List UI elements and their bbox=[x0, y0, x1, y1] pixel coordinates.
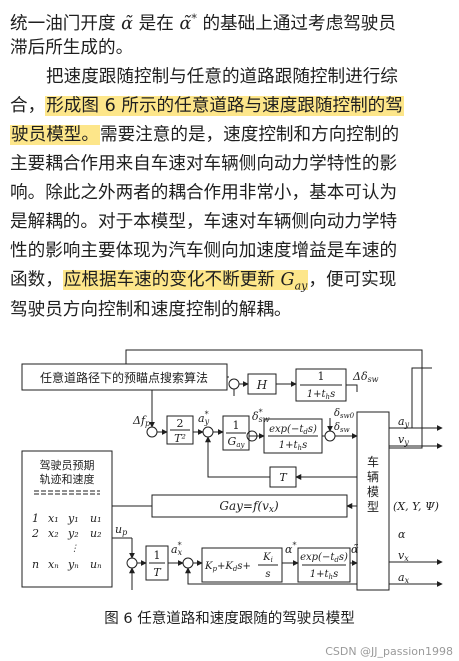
highlight-1: 形成图 6 所示的任意道路与速度跟随控制的驾 bbox=[45, 96, 404, 116]
figure-caption: 图 6 任意道路和速度跟随的驾驶员模型 bbox=[104, 611, 355, 627]
pid-den: s bbox=[265, 569, 270, 580]
ax-star-label: a*x bbox=[171, 541, 183, 557]
driver-row-2-y: y₂ bbox=[67, 527, 79, 540]
ay-star-label: a*y bbox=[198, 410, 210, 426]
text-line-3: 把速度跟随控制与任意的道路跟随控制进行综 bbox=[46, 67, 398, 87]
driver-box-title-2: 轨迹和速度 bbox=[40, 472, 95, 486]
driver-row-1-u: u₁ bbox=[90, 512, 102, 525]
h-label: H bbox=[256, 378, 268, 392]
driver-row-1-n: 1 bbox=[32, 512, 39, 525]
inverse-t-denominator: T bbox=[153, 566, 162, 579]
text-line-5: 驶员模型。需要注意的是，速度控制和方向控制的 bbox=[10, 125, 400, 145]
highlight-3: 应根据车速的变化不断更新 Gay bbox=[62, 270, 309, 293]
throttle-lag-denominator: 1+ths bbox=[310, 569, 338, 581]
driver-expectation-box bbox=[21, 450, 113, 588]
output-vy: vy bbox=[398, 433, 409, 447]
driver-row-1-x: x₁ bbox=[48, 512, 59, 525]
inverse-gay-denominator: Gay bbox=[228, 435, 246, 449]
driver-row-2-u: u₂ bbox=[90, 527, 102, 540]
pid-ki: Ki bbox=[262, 552, 273, 564]
output-vx: vx bbox=[398, 549, 409, 563]
inverse-t-numerator: 1 bbox=[154, 549, 161, 562]
vehicle-model-char-4: 型 bbox=[367, 500, 379, 514]
dsw-label: δsw bbox=[334, 422, 350, 434]
lag1-denominator: 1+ths bbox=[307, 389, 335, 401]
text-line-7: 响。除此之外两者的耦合作用非常小，基本可认为 bbox=[10, 183, 398, 203]
text-line-9: 性的影响主要体现为汽车侧向加速度增益是车速的 bbox=[10, 241, 398, 261]
text-line-2: 滞后所生成的。 bbox=[10, 38, 134, 58]
driver-row-n-n: n bbox=[32, 558, 39, 571]
driver-table: 1 x₁ y₁ u₁ 2 x₂ y₂ u₂ ⋮ n xₙ yₙ uₙ bbox=[31, 512, 102, 571]
text-line-6: 主要耦合作用来自车速对车辆侧向动力学特性的影 bbox=[10, 154, 398, 174]
text-line-1: 统一油门开度 α̃ 是在 α̃* 的基础上通过考虑驾驶员 bbox=[10, 12, 396, 34]
delta-dsw-label: Δδsw bbox=[352, 370, 379, 384]
driver-row-n-y: yₙ bbox=[67, 558, 79, 571]
vehicle-model-char-3: 模 bbox=[367, 485, 379, 499]
output-ay: ay bbox=[398, 415, 410, 429]
lag1-numerator: 1 bbox=[318, 370, 325, 383]
alpha-tilde-label: α̃ bbox=[351, 543, 359, 556]
vehicle-state-label: (X, Y, Ψ) bbox=[393, 500, 439, 513]
search-box-label: 任意道路径下的预瞄点搜索算法 bbox=[40, 370, 208, 385]
text-line-4: 合，形成图 6 所示的任意道路与速度跟随控制的驾 bbox=[10, 96, 404, 116]
text-line-10: 函数，应根据车速的变化不断更新 Gay，便可实现 bbox=[10, 270, 397, 293]
svg-text:⋮: ⋮ bbox=[70, 544, 79, 554]
up-label: up bbox=[115, 523, 127, 537]
sum-junction-5 bbox=[126, 557, 138, 569]
inverse-gay-numerator: 1 bbox=[233, 419, 240, 432]
pid-label: Kp+Kds+ bbox=[204, 561, 251, 573]
delta-fp-label: Δfp bbox=[132, 414, 150, 428]
t-block-label: T bbox=[279, 471, 288, 484]
sum-junction-top bbox=[228, 378, 240, 390]
steer-lag-denominator: 1+ths bbox=[279, 440, 307, 452]
watermark: CSDN @JJ_passion1998 bbox=[325, 645, 453, 658]
driver-row-n-x: xₙ bbox=[48, 558, 59, 571]
sum-junction-1 bbox=[146, 426, 158, 438]
gain-denominator: T² bbox=[174, 432, 186, 445]
steer-lag-numerator: exp(−tds) bbox=[269, 424, 317, 436]
vehicle-model-char-1: 车 bbox=[367, 454, 379, 469]
output-alpha: α bbox=[398, 528, 406, 541]
highlight-2: 驶员模型。 bbox=[10, 125, 100, 145]
dsw0-label: δsw0 bbox=[334, 408, 355, 420]
text-line-11: 驾驶员方向控制和速度控制的解耦。 bbox=[10, 300, 292, 320]
text-line-8: 是解耦的。对于本模型，车速对车辆侧向动力学特 bbox=[10, 212, 398, 232]
sum-junction-6 bbox=[182, 557, 194, 569]
sum-junction-2 bbox=[202, 426, 214, 438]
vehicle-model-block bbox=[356, 411, 390, 591]
driver-box-title-1: 驾驶员预期 bbox=[40, 458, 95, 472]
driver-row-2-n: 2 bbox=[31, 527, 39, 540]
driver-row-1-y: y₁ bbox=[67, 512, 79, 525]
dsw-star-label: δ*sw bbox=[252, 408, 270, 424]
output-ax: ax bbox=[398, 571, 410, 585]
gay-function-label: Gay=f(vx) bbox=[219, 499, 279, 515]
gain-numerator: 2 bbox=[177, 417, 184, 430]
alpha-star-label: α* bbox=[285, 541, 296, 556]
driver-model-diagram: 任意道路径下的预瞄点搜索算法 H 1 1+ths Δδsw Δfp 2 T² a… bbox=[21, 349, 443, 591]
driver-row-2-x: x₂ bbox=[48, 527, 59, 540]
vehicle-model-char-2: 辆 bbox=[367, 470, 379, 484]
driver-row-n-u: uₙ bbox=[90, 558, 102, 571]
throttle-lag-numerator: exp(−tds) bbox=[300, 552, 348, 564]
